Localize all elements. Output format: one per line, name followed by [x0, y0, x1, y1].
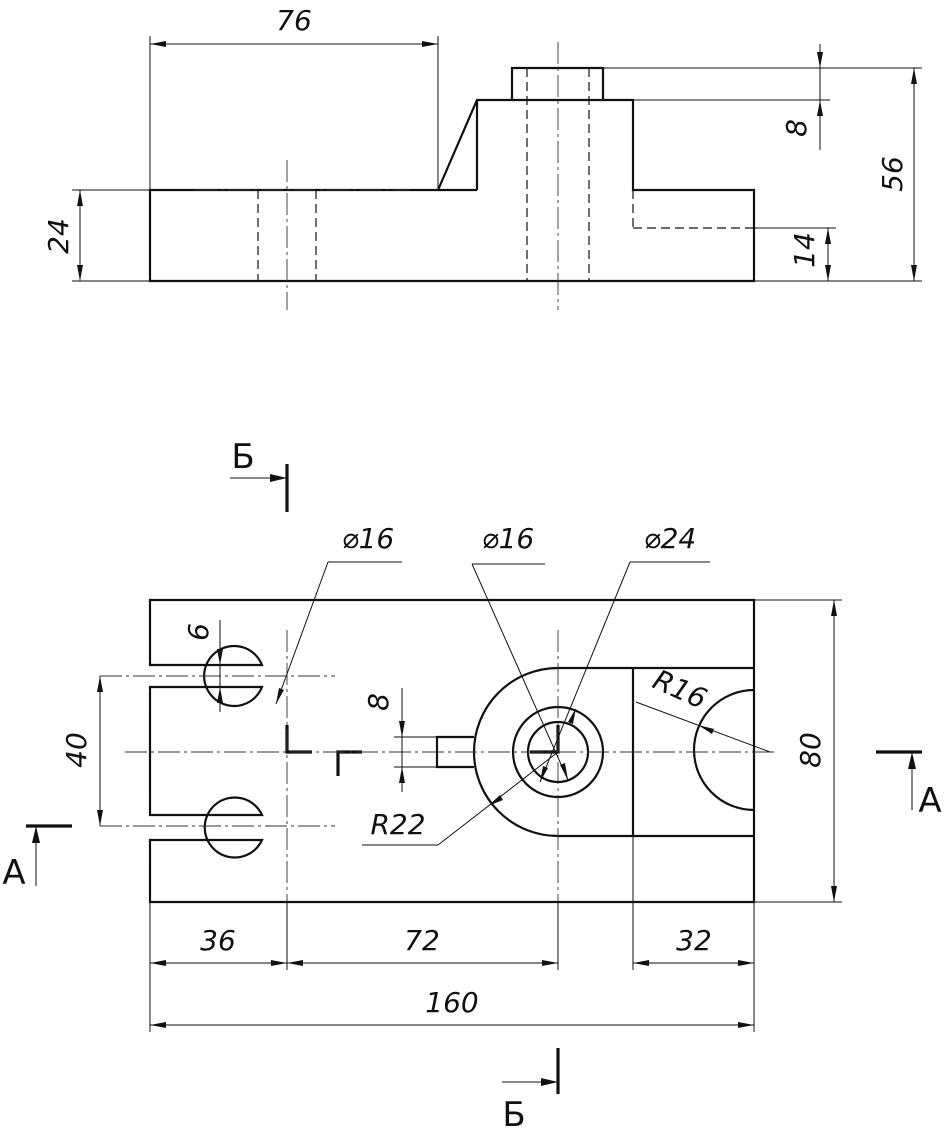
dim-8-rib-label: 8 — [362, 693, 395, 711]
dim-72: 72 — [287, 924, 558, 966]
dim-14: 14 — [754, 227, 836, 281]
dim-8-boss-label: 8 — [780, 119, 813, 137]
dim-dia24: ⌀24 — [539, 522, 710, 783]
bottom-extension-lines — [149, 836, 755, 1032]
dim-24-label: 24 — [42, 218, 75, 254]
dim-32-label: 32 — [676, 924, 712, 957]
section-b-bottom: Б — [502, 1048, 560, 1135]
dim-24: 24 — [42, 189, 150, 282]
dim-40-label: 40 — [60, 732, 93, 768]
dim-dia16-bore: ⌀16 — [471, 522, 569, 781]
top-view: ⌀16 6 40 ⌀16 ⌀24 — [60, 522, 842, 1032]
front-view: 76 8 56 24 — [42, 4, 922, 310]
front-hidden-lines — [257, 68, 754, 281]
dim-8-boss: 8 — [603, 44, 922, 150]
dim-76-label: 76 — [276, 4, 312, 37]
top-center-lines — [100, 630, 778, 930]
dim-72-label: 72 — [404, 924, 440, 957]
dim-160-label: 160 — [425, 986, 478, 1019]
top-outline — [148, 598, 756, 904]
notch-arc — [692, 688, 755, 812]
dim-80: 80 — [754, 599, 842, 903]
section-a-right: А — [876, 750, 942, 821]
dim-56: 56 — [754, 68, 922, 282]
dim-6-label: 6 — [182, 623, 215, 641]
dim-6: 6 — [182, 620, 223, 712]
section-a-right-label: А — [918, 781, 941, 821]
dim-14-label: 14 — [788, 232, 821, 268]
dim-r16: R16 — [635, 663, 771, 753]
section-marks: Б Б А А — [2, 437, 941, 1135]
section-a-left: А — [2, 824, 72, 893]
dim-36-label: 36 — [200, 924, 236, 957]
section-b-top-label: Б — [231, 437, 254, 477]
dim-36: 36 — [150, 924, 287, 966]
dim-r22-label: R22 — [370, 808, 425, 841]
dim-r22: R22 — [362, 751, 559, 846]
front-center-lines — [195, 42, 559, 310]
dim-dia16-left: ⌀16 — [275, 522, 402, 705]
dim-160: 160 — [150, 986, 754, 1028]
dim-56-label: 56 — [876, 156, 909, 192]
section-a-left-label: А — [2, 853, 25, 893]
dim-dia16-bore-label: ⌀16 — [482, 522, 535, 555]
section-b-top: Б — [230, 437, 289, 512]
dim-dia16-left-label: ⌀16 — [342, 522, 395, 555]
dim-8-rib: 8 — [362, 688, 437, 792]
dim-80-label: 80 — [794, 732, 827, 768]
dim-r16-label: R16 — [648, 663, 712, 716]
section-b-bottom-label: Б — [502, 1095, 525, 1135]
dim-dia24-label: ⌀24 — [644, 522, 697, 555]
dim-32: 32 — [633, 924, 754, 966]
dim-76: 76 — [149, 4, 439, 190]
dim-40: 40 — [60, 676, 103, 826]
